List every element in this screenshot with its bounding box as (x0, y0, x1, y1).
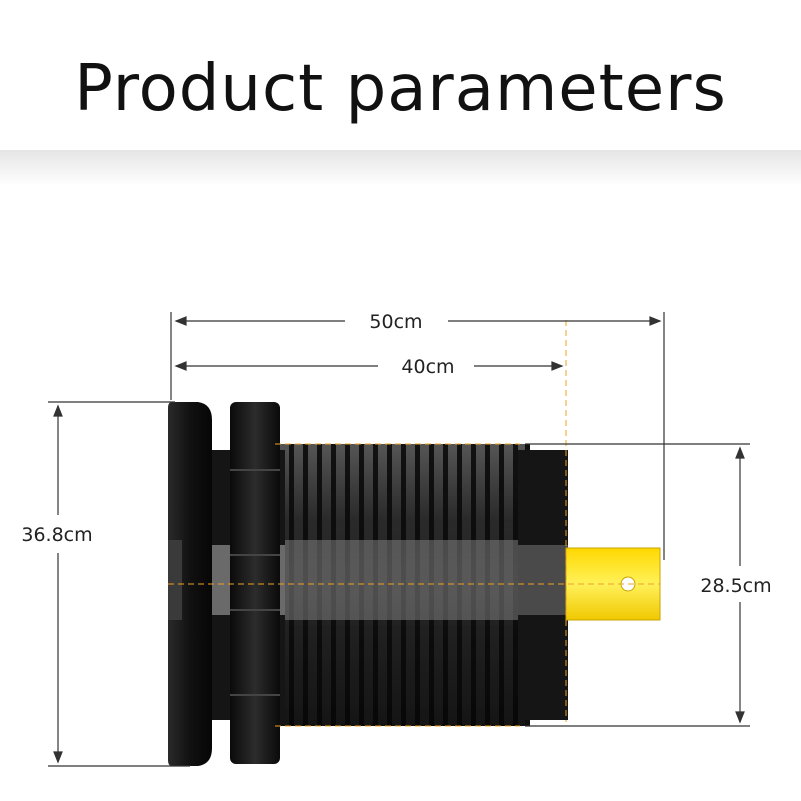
center-guides (168, 320, 660, 727)
dimension-flange-height (48, 401, 190, 767)
dimension-overall-length (170, 312, 665, 560)
title-shadow (0, 150, 801, 186)
label-thread-height: 28.5cm (700, 575, 771, 597)
label-flange-height: 36.8cm (21, 524, 92, 546)
dimension-thread-height (525, 443, 750, 727)
label-body-length: 40cm (401, 356, 454, 378)
page-title: Product parameters (74, 52, 727, 126)
mounting-nut (230, 402, 280, 764)
label-overall-length: 50cm (369, 311, 422, 333)
dimension-body-length (174, 361, 564, 371)
